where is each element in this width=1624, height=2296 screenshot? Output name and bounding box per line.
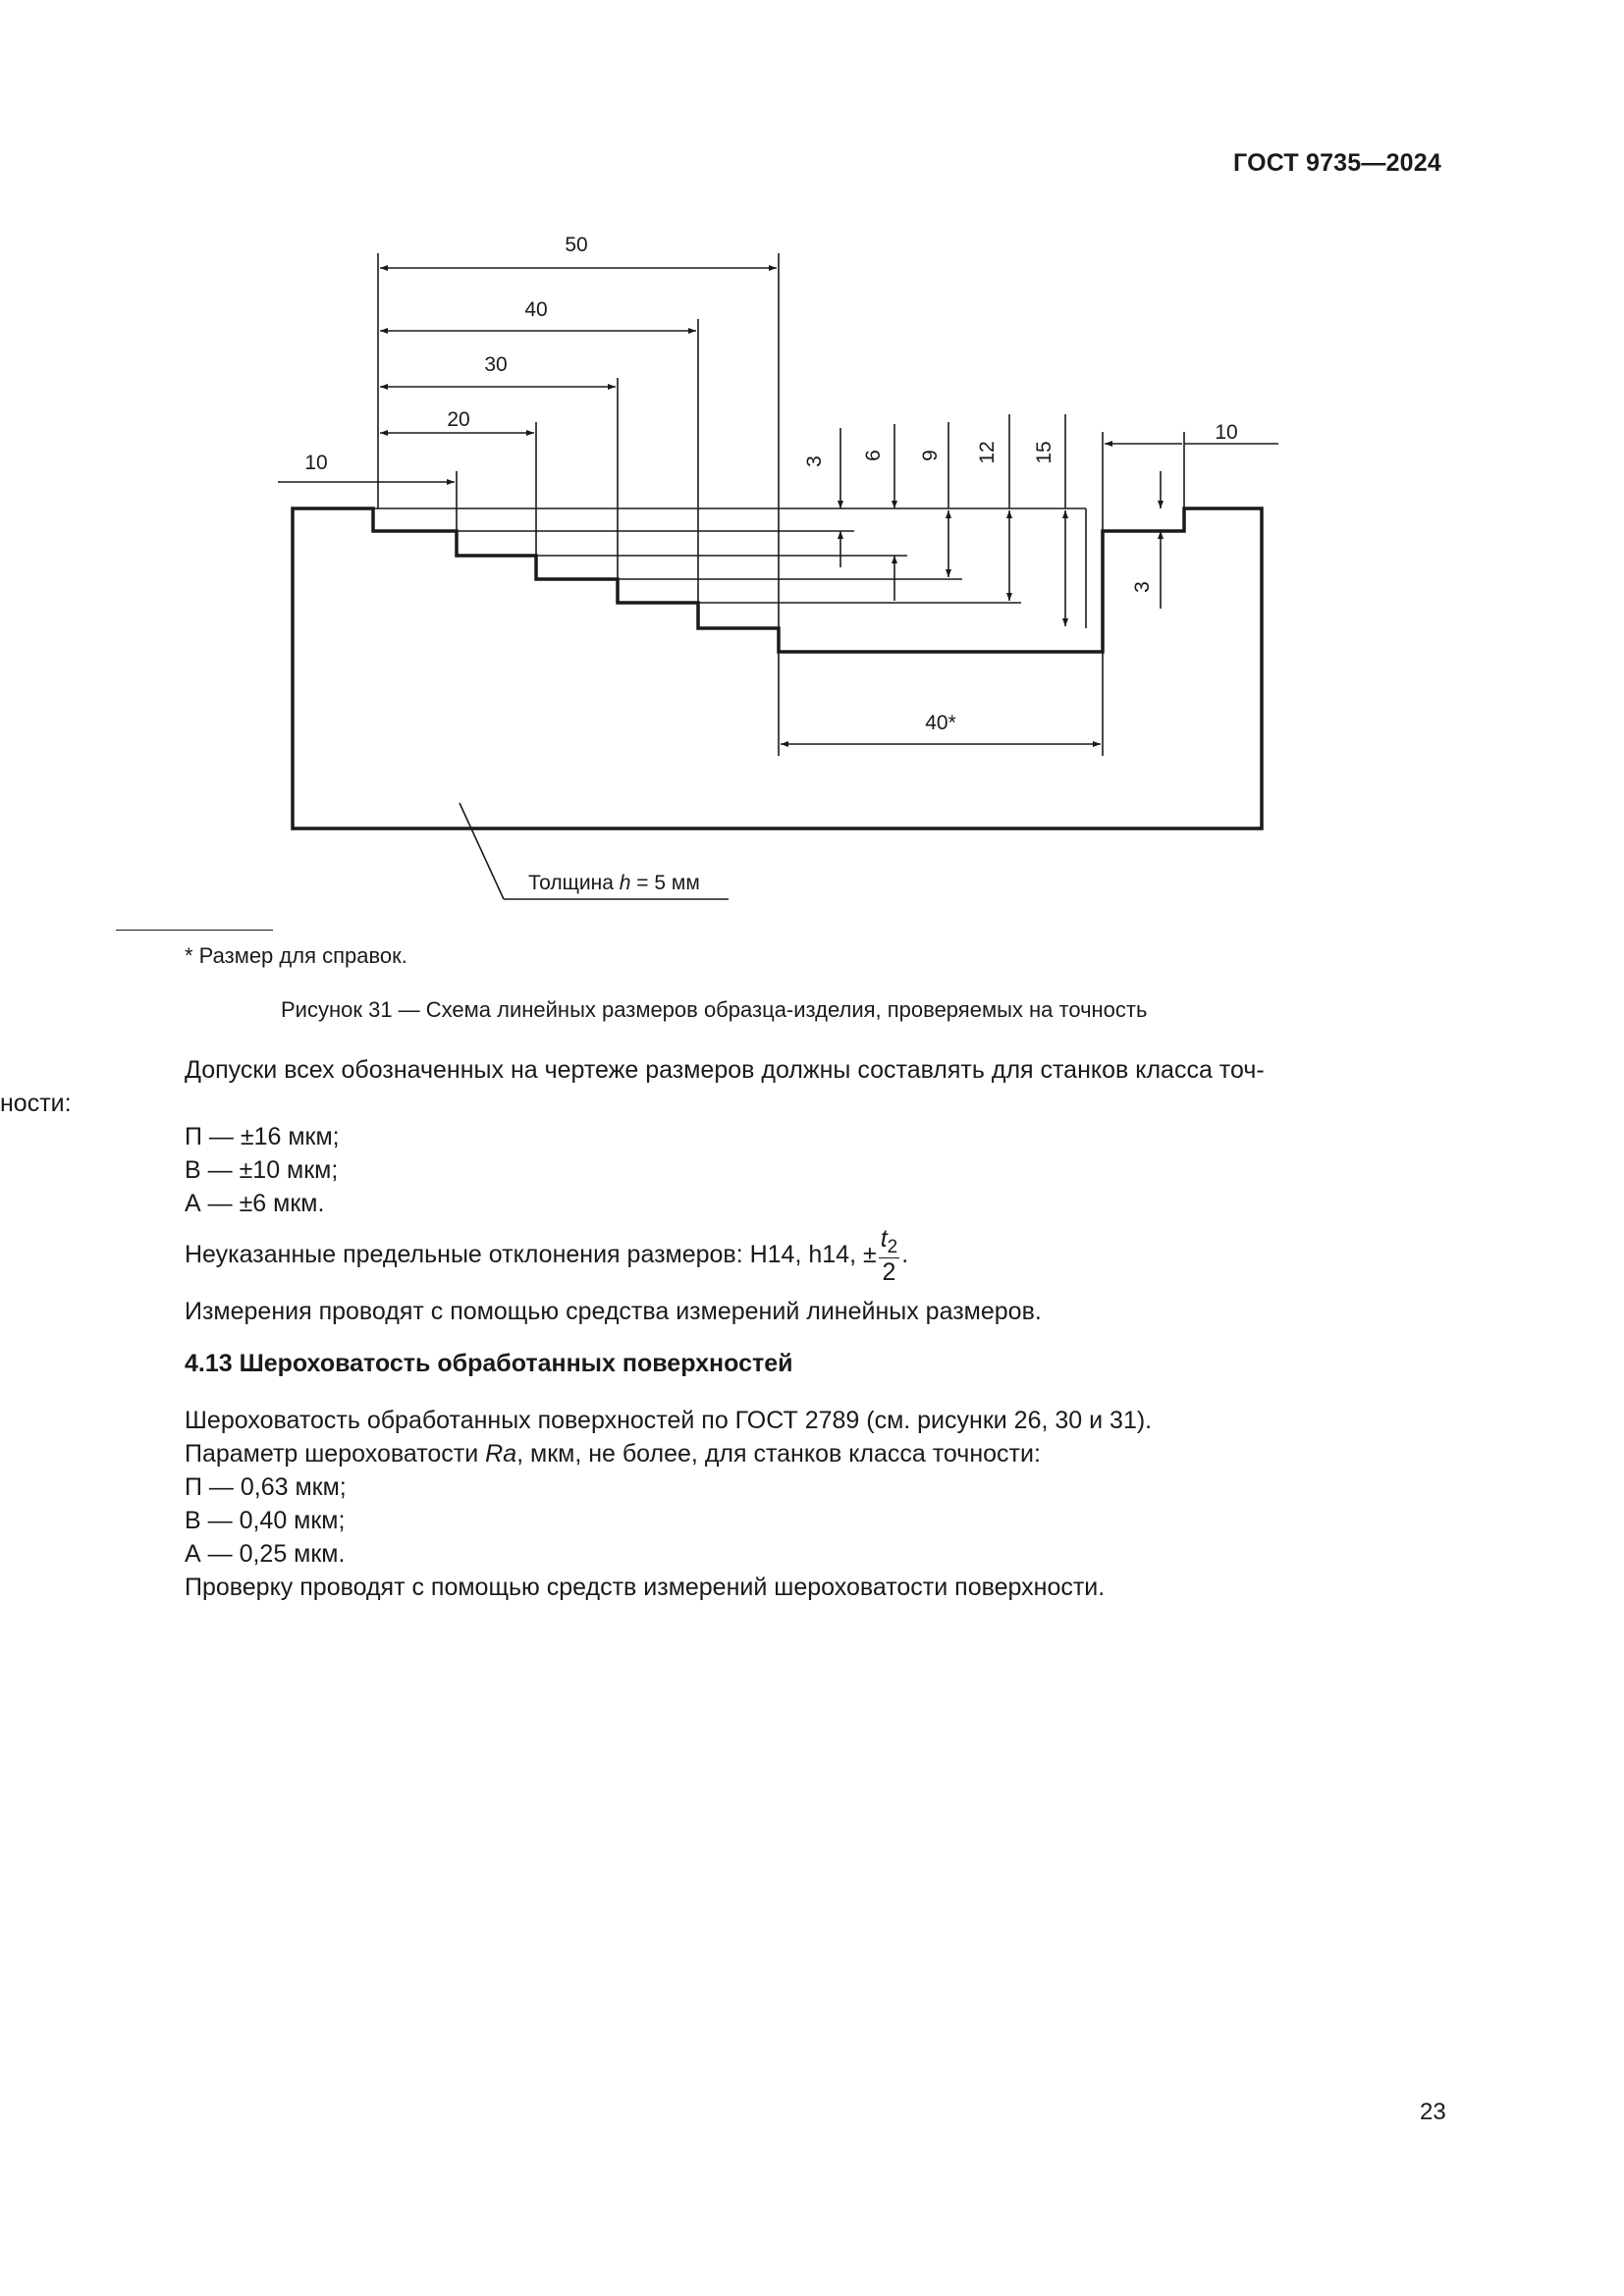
thickness-label: Толщина h = 5 мм	[528, 872, 700, 894]
tolerance-class-p: П — ±16 мкм;	[185, 1123, 340, 1150]
workpiece-outline	[291, 507, 1264, 830]
dim-30: 30	[484, 353, 507, 376]
tolerance-intro-line2: ности:	[0, 1090, 72, 1117]
section-heading-4-13: 4.13 Шероховатость обработанных поверхно…	[185, 1350, 793, 1377]
dim-depth-15: 15	[1033, 441, 1056, 463]
dim-depth-9: 9	[919, 450, 942, 461]
dim-20: 20	[447, 408, 469, 431]
dim-10-right: 10	[1215, 421, 1237, 444]
roughness-check-note: Проверку проводят с помощью средств изме…	[185, 1574, 1106, 1601]
unspecified-deviations: Неуказанные предельные отклонения размер…	[185, 1225, 909, 1286]
dim-40-reference: 40*	[925, 712, 956, 734]
measurement-note: Измерения проводят с помощью средства из…	[185, 1298, 1042, 1325]
roughness-line2: Параметр шероховатости Ra, мкм, не более…	[185, 1440, 1041, 1468]
dim-depth-3-right: 3	[1131, 581, 1154, 593]
figure-31-drawing: 50 40 30 20 10 10 3 6 9 12 15 3 40* Толщ…	[278, 234, 1278, 900]
roughness-class-a: А — 0,25 мкм.	[185, 1540, 346, 1568]
tolerance-intro-line1: Допуски всех обозначенных на чертеже раз…	[185, 1056, 1265, 1084]
roughness-line1: Шероховатость обработанных поверхностей …	[185, 1407, 1153, 1434]
page-number: 23	[1420, 2099, 1446, 2125]
roughness-class-v: В — 0,40 мкм;	[185, 1507, 346, 1534]
dim-40: 40	[524, 298, 547, 321]
dim-50: 50	[565, 234, 587, 256]
footnote: * Размер для справок.	[185, 943, 407, 968]
dim-10-left: 10	[304, 452, 327, 474]
tolerance-paragraph: Допуски всех обозначенных на чертеже раз…	[0, 1053, 1441, 1120]
dim-depth-12: 12	[976, 441, 999, 463]
footnote-rule	[116, 930, 273, 931]
dimension-lines	[278, 253, 1278, 900]
tolerance-class-v: В — ±10 мкм;	[185, 1156, 339, 1184]
document-header: ГОСТ 9735—2024	[1233, 149, 1441, 177]
tolerance-class-a: А — ±6 мкм.	[185, 1190, 325, 1217]
roughness-class-p: П — 0,63 мкм;	[185, 1473, 347, 1501]
dim-depth-6: 6	[862, 450, 885, 461]
dim-depth-3: 3	[803, 455, 826, 467]
figure-caption: Рисунок 31 — Схема линейных размеров обр…	[281, 997, 1148, 1022]
